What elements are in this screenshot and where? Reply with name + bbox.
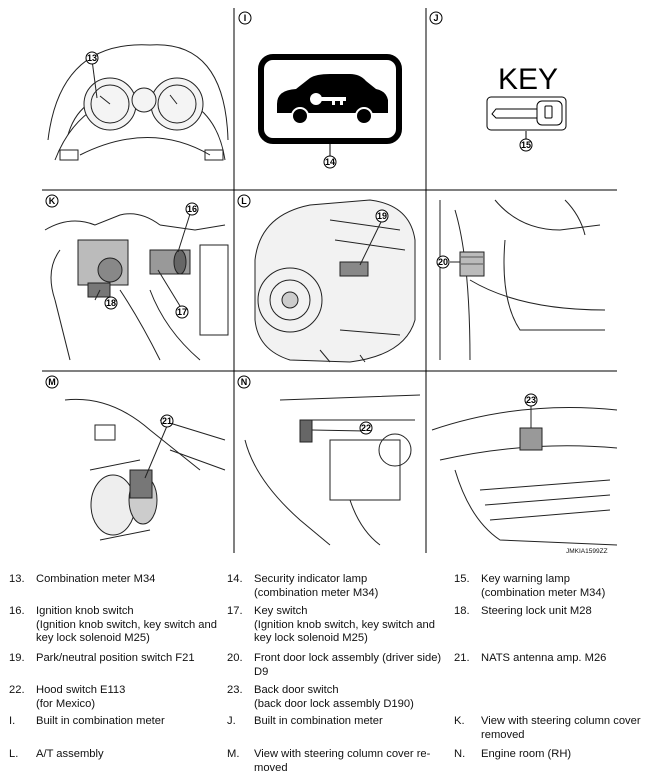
svg-text:23: 23 [526,395,536,405]
at-assembly-illustration [254,199,416,363]
svg-text:20: 20 [438,257,448,267]
back-door-illustration [431,406,618,546]
svg-text:19: 19 [377,211,387,221]
figure-id: JMKIA1599ZZ [566,548,608,555]
svg-text:13: 13 [87,53,97,63]
callout-19: 19 [375,209,389,223]
steering-column-illustration [44,213,229,361]
front-door-illustration [439,199,606,361]
svg-text:N: N [241,377,248,387]
column-nats-illustration [64,398,226,541]
combination-meter-illustration [47,44,229,161]
svg-text:15: 15 [521,140,531,150]
svg-text:I: I [244,13,247,23]
callout-17: 17 [175,305,189,319]
svg-text:K: K [49,196,56,206]
panel-j-label: J [429,11,443,25]
callout-14: 14 [323,155,337,169]
panel-i-label: I [238,11,252,25]
panel-m-label: M [45,375,59,389]
security-indicator-lamp-icon [258,54,402,156]
panel-k-label: K [45,194,59,208]
svg-text:M: M [48,377,56,387]
key-warning-lamp-icon [486,96,567,139]
callout-13: 13 [85,51,99,65]
callout-15: 15 [519,138,533,152]
svg-text:18: 18 [106,298,116,308]
engine-room-illustration [244,394,421,546]
callout-23: 23 [524,393,538,407]
callout-20: 20 [436,255,450,269]
component-location-figure: 13 I 14 J KEY 15 K [42,8,618,553]
key-warning-label: KEY [498,63,558,96]
svg-text:16: 16 [187,204,197,214]
svg-text:L: L [241,196,247,206]
callout-22: 22 [359,421,373,435]
callout-16: 16 [185,202,199,216]
panel-l-label: L [237,194,251,208]
svg-text:17: 17 [177,307,187,317]
svg-text:21: 21 [162,416,172,426]
svg-text:J: J [433,13,438,23]
svg-text:14: 14 [325,157,335,167]
callout-21: 21 [160,414,174,428]
panel-grid [42,8,617,553]
callout-18: 18 [104,296,118,310]
panel-n-label: N [237,375,251,389]
svg-text:22: 22 [361,423,371,433]
